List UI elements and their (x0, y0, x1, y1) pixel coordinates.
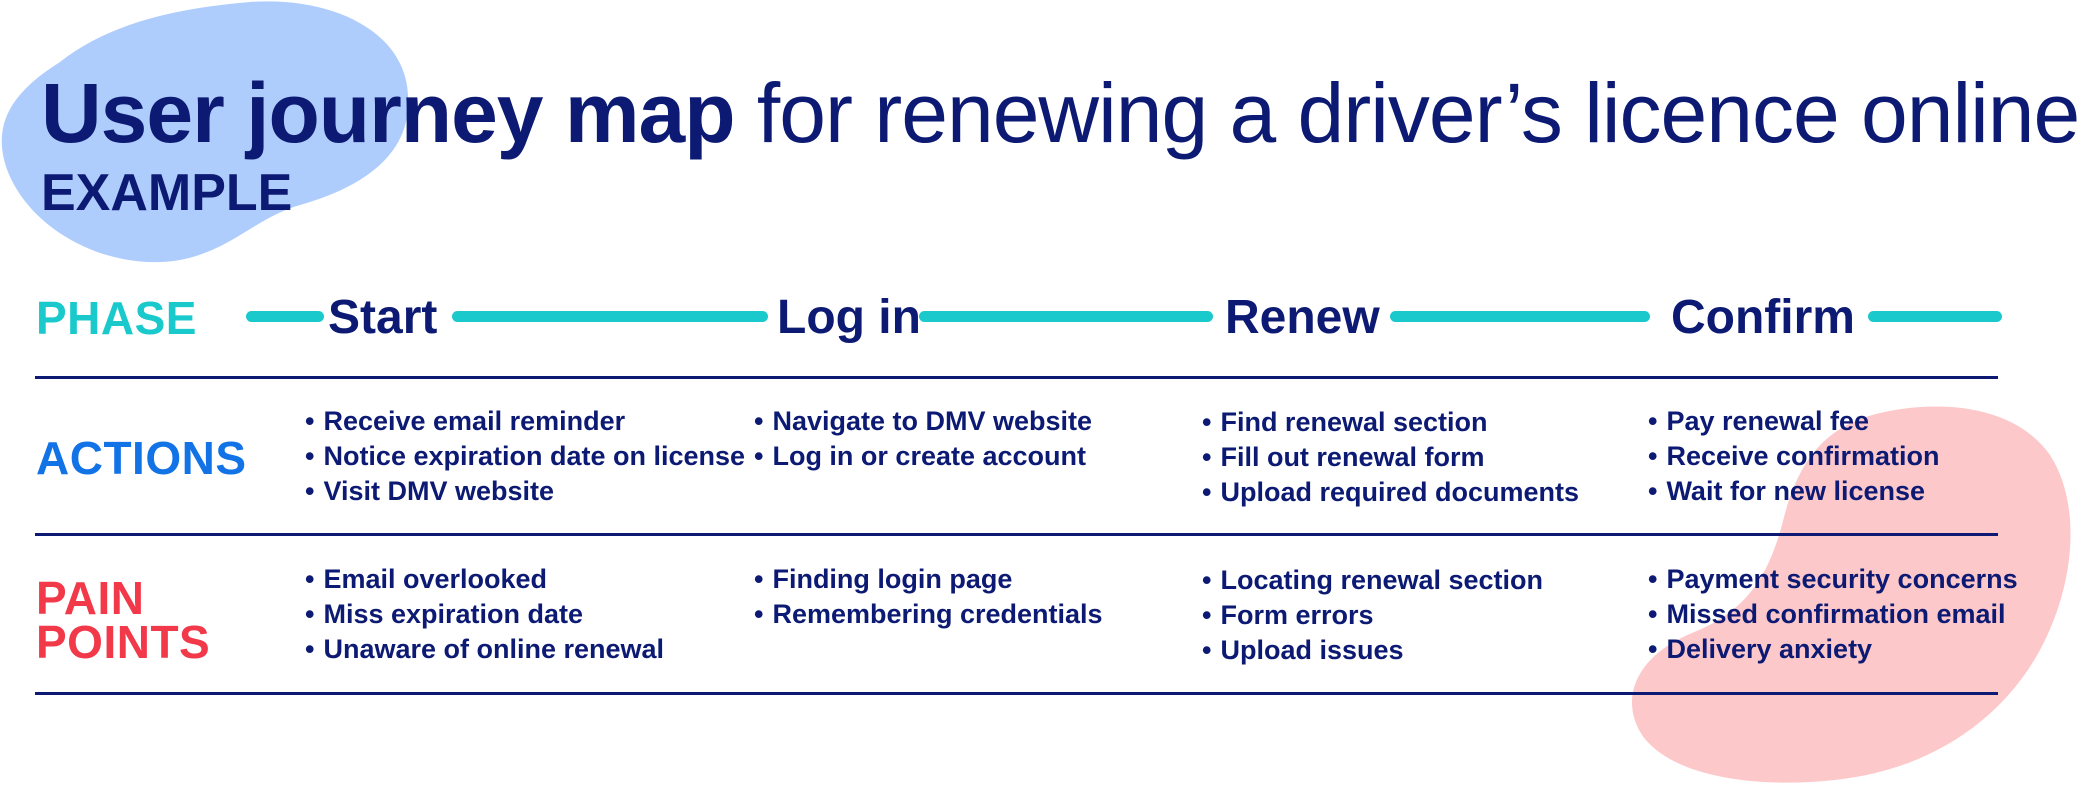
list-item: Notice expiration date on license (305, 439, 745, 474)
actions-cell-start: Receive email reminder Notice expiration… (305, 404, 745, 509)
list-item: Log in or create account (754, 439, 1092, 474)
list-item: Remembering credentials (754, 597, 1102, 632)
phase-name-start: Start (328, 291, 438, 344)
pain-points-cell-renew: Locating renewal section Form errors Upl… (1202, 563, 1543, 668)
list-item: Form errors (1202, 598, 1543, 633)
phase-line-segment (1868, 311, 2002, 322)
phase-line-segment (919, 311, 1213, 322)
list-item: Visit DMV website (305, 474, 745, 509)
phase-line-segment (452, 311, 768, 322)
list-item: Locating renewal section (1202, 563, 1543, 598)
page-title: User journey map for renewing a driver’s… (41, 58, 2079, 168)
list-item: Miss expiration date (305, 597, 664, 632)
list-item: Missed confirmation email (1648, 597, 2018, 632)
actions-row-label: ACTIONS (36, 432, 247, 484)
list-item: Wait for new license (1648, 474, 1940, 509)
phase-line-segment (1390, 311, 1650, 322)
row-divider (35, 533, 1998, 536)
blue-blob-decoration (1, 1, 409, 263)
list-item: Delivery anxiety (1648, 632, 2018, 667)
list-item: Email overlooked (305, 562, 664, 597)
pain-points-cell-log-in: Finding login page Remembering credentia… (754, 562, 1103, 632)
row-divider (35, 376, 1998, 379)
pain-points-cell-start: Email overlooked Miss expiration date Un… (305, 562, 664, 667)
pain-points-cell-confirm: Payment security concerns Missed confirm… (1648, 562, 2018, 667)
pain-points-row-label: PAIN POINTS (36, 572, 296, 668)
list-item: Upload required documents (1202, 475, 1579, 510)
pain-label-line1: PAIN (36, 572, 145, 624)
list-item: Unaware of online renewal (305, 632, 664, 667)
phase-row-label: PHASE (36, 292, 197, 344)
page-subtitle: EXAMPLE (41, 164, 293, 222)
phase-name-log-in: Log in (777, 291, 921, 344)
phase-line-segment (246, 311, 324, 322)
list-item: Receive email reminder (305, 404, 745, 439)
list-item: Find renewal section (1202, 405, 1579, 440)
title-light: for renewing a driver’s licence online (756, 66, 2079, 160)
list-item: Fill out renewal form (1202, 440, 1579, 475)
actions-cell-renew: Find renewal section Fill out renewal fo… (1202, 405, 1579, 510)
list-item: Finding login page (754, 562, 1103, 597)
actions-cell-confirm: Pay renewal fee Receive confirmation Wai… (1648, 404, 1940, 509)
list-item: Pay renewal fee (1648, 404, 1940, 439)
title-bold: User journey map (41, 66, 736, 160)
pain-label-line2: POINTS (36, 616, 211, 668)
row-divider (35, 692, 1998, 695)
actions-cell-log-in: Navigate to DMV website Log in or create… (754, 404, 1092, 474)
list-item: Receive confirmation (1648, 439, 1939, 474)
list-item: Navigate to DMV website (754, 404, 1092, 439)
list-item: Payment security concerns (1648, 562, 2017, 597)
phase-name-confirm: Confirm (1671, 291, 1855, 344)
phase-name-renew: Renew (1225, 291, 1380, 344)
list-item: Upload issues (1202, 633, 1543, 668)
